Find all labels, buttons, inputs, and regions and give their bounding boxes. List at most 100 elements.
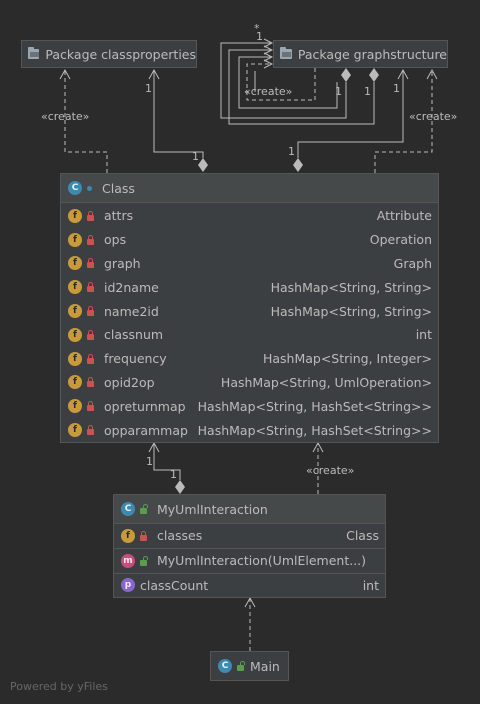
class-node-title: Class: [102, 180, 135, 196]
label-mult-int-1: 1: [146, 455, 153, 468]
field-name: attrs: [104, 208, 134, 224]
field-type: Class: [346, 528, 379, 544]
field-icon: f: [121, 528, 135, 543]
edge-self-loop-3: [238, 56, 338, 109]
private-lock-icon: [87, 258, 94, 269]
property-icon: p: [121, 578, 135, 593]
field-type: HashMap<String, HashSet<String>>: [197, 422, 432, 438]
field-row[interactable]: f attrs Attribute: [61, 204, 438, 228]
field-icon: f: [68, 208, 82, 223]
diamond-graph-2: [369, 68, 379, 82]
arrow-self-loop-d: [263, 59, 274, 69]
method-row[interactable]: m MyUmlInteraction(UmlElement...): [114, 547, 385, 573]
edge-self-loop-2: [228, 49, 375, 125]
field-type: HashMap<String, String>: [270, 279, 432, 295]
label-mult-gs-2: 1: [393, 82, 400, 95]
field-row[interactable]: f opparammap HashMap<String, HashSet<Strin…: [61, 418, 438, 442]
field-icon: f: [68, 375, 82, 390]
label-mult-self-2: 1: [364, 85, 371, 98]
arrow-self-loop-a: [263, 38, 274, 48]
field-name: classes: [157, 528, 203, 544]
arrow-main-interaction: [244, 596, 256, 608]
private-lock-icon: [87, 210, 94, 221]
field-type: Graph: [393, 255, 432, 271]
class-node-header[interactable]: C Class: [61, 174, 438, 203]
field-icon: f: [68, 304, 82, 319]
interaction-node-title: MyUmlInteraction: [157, 501, 268, 517]
field-type: HashMap<String, UmlOperation>: [220, 374, 432, 390]
field-name: name2id: [104, 303, 159, 319]
arrow-self-loop-b: [263, 45, 274, 55]
private-lock-icon: [87, 401, 94, 412]
class-icon: C: [68, 181, 82, 195]
diamond-interaction-class: [175, 480, 185, 494]
arrow-create-classproperties: [59, 68, 71, 80]
main-node-title: Main: [250, 658, 280, 674]
private-lock-icon: [87, 425, 94, 436]
class-icon: C: [121, 502, 135, 516]
field-name: frequency: [104, 351, 167, 367]
field-name: opid2op: [104, 374, 155, 390]
label-mult-self-1: 1: [335, 85, 342, 98]
package-classproperties[interactable]: Package classproperties: [21, 40, 197, 68]
property-row[interactable]: p classCount int: [114, 572, 385, 598]
field-type: HashMap<String, Integer>: [262, 351, 432, 367]
field-icon: f: [68, 423, 82, 438]
property-name: classCount: [140, 577, 209, 593]
package-graphstructure-label: Package graphstructure: [297, 46, 447, 62]
arrow-assoc-classproperties: [148, 68, 160, 80]
footer-powered-by: Powered by yFiles: [10, 680, 108, 693]
edge-class-create-classproperties: [64, 70, 108, 173]
field-type: int: [415, 327, 432, 343]
field-row[interactable]: f graph Graph: [61, 252, 438, 276]
edge-self-loop-create: [246, 63, 316, 101]
private-lock-icon: [87, 306, 94, 317]
diamond-graph-1: [341, 68, 351, 82]
arrow-self-loop-c: [263, 52, 274, 62]
field-name: graph: [104, 255, 141, 271]
field-type: Attribute: [376, 208, 432, 224]
interaction-node[interactable]: C MyUmlInteraction f classes Class m MyU…: [113, 494, 386, 598]
private-lock-icon: [87, 329, 94, 340]
arrow-assoc-graphstructure: [397, 68, 409, 80]
public-unlock-icon: [140, 504, 148, 514]
field-row[interactable]: f opid2op HashMap<String, UmlOperation>: [61, 371, 438, 395]
field-icon: f: [68, 232, 82, 247]
private-lock-icon: [87, 353, 94, 364]
diamond-class-classproperties: [198, 158, 208, 172]
label-mult-self-many: *: [254, 22, 260, 35]
field-icon: f: [68, 280, 82, 295]
main-class-icon: C: [218, 659, 232, 673]
package-graphstructure[interactable]: Package graphstructure: [273, 40, 448, 68]
field-name: opparammap: [104, 422, 188, 438]
edge-class-assoc-classproperties: [153, 70, 204, 158]
public-unlock-icon: [140, 555, 148, 566]
label-mult-gs-1: 1: [288, 145, 295, 158]
interaction-node-header[interactable]: C MyUmlInteraction: [114, 495, 385, 524]
field-icon: f: [68, 256, 82, 271]
folder-icon: [28, 47, 40, 59]
label-create-classproperties: «create»: [41, 110, 90, 123]
main-node-header[interactable]: C Main: [211, 652, 288, 680]
field-name: opreturnmap: [104, 398, 186, 414]
arrow-assoc-class: [148, 441, 160, 453]
field-name: ops: [104, 232, 127, 248]
main-node[interactable]: C Main: [210, 651, 289, 681]
diamond-class-graphstructure: [293, 158, 303, 172]
arrow-create-graphstructure: [426, 68, 438, 80]
arrow-create-class: [312, 441, 324, 453]
field-icon: f: [68, 351, 82, 366]
field-row[interactable]: f frequency HashMap<String, Integer>: [61, 347, 438, 371]
visibility-dot-icon: [87, 185, 92, 191]
label-mult-cp-1: 1: [145, 82, 152, 95]
field-row[interactable]: f classes Class: [114, 524, 385, 548]
private-lock-icon: [87, 377, 94, 388]
